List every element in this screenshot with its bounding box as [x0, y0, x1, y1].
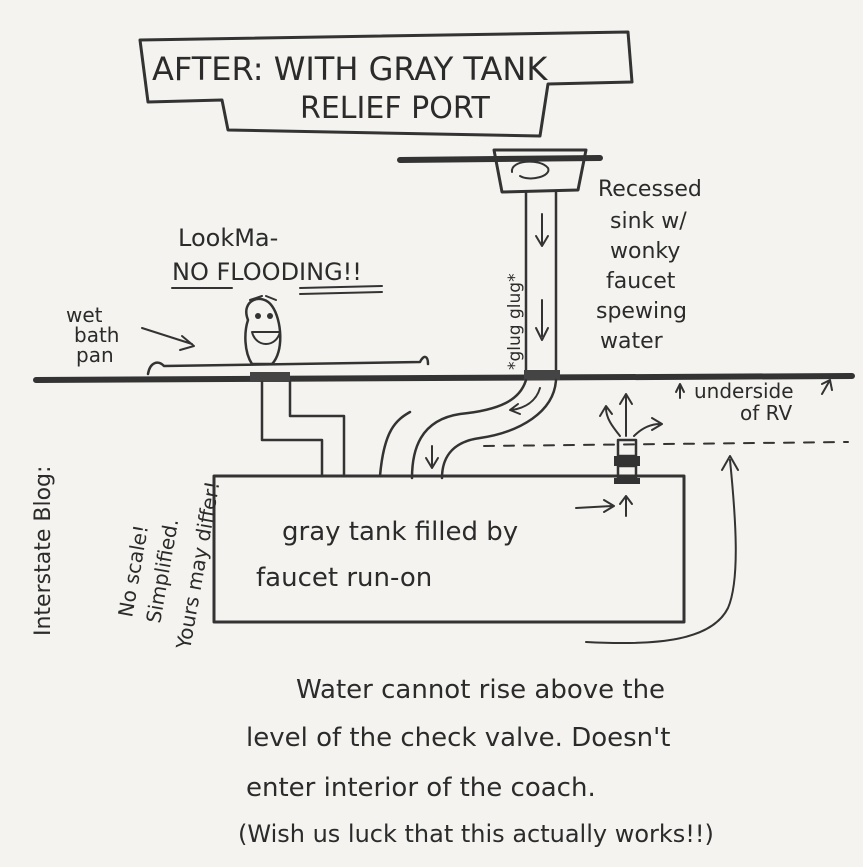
- water-level-line: [483, 441, 849, 447]
- sink-label-3: wonky: [610, 239, 680, 264]
- wetbath-label-1: wet: [66, 303, 103, 327]
- sink-label-1: Recessed: [598, 177, 702, 202]
- wetbath-label-2: bath: [74, 323, 119, 347]
- lookma-line-2: NO FLOODING!!: [172, 258, 362, 286]
- underside-label-1: underside: [694, 379, 794, 403]
- gray-tank: [212, 474, 686, 624]
- sink-to-tank-pipe: [410, 378, 558, 480]
- tank-label-1: gray tank filled by: [282, 517, 518, 547]
- rv-floor-line: [33, 373, 855, 383]
- glug-label: *glug glug*: [505, 273, 525, 370]
- check-valve: [599, 393, 663, 517]
- sink-drain: [524, 370, 560, 380]
- title-banner: AFTER: WITH GRAY TANK RELIEF PORT: [138, 30, 634, 138]
- blog-label: Interstate Blog:: [31, 466, 56, 636]
- smiley-face-icon: [244, 295, 282, 366]
- sink-label-4: faucet: [606, 269, 676, 294]
- sink-label-2: sink w/: [610, 209, 687, 234]
- title-line-2: RELIEF PORT: [300, 91, 490, 126]
- caption-line-2: level of the check valve. Doesn't: [246, 723, 670, 753]
- lookma-line-1: LookMa-: [178, 224, 278, 252]
- sink-label-5: spewing: [596, 299, 687, 324]
- sink: [397, 148, 603, 374]
- sink-label-6: water: [600, 329, 664, 354]
- title-line-1: AFTER: WITH GRAY TANK: [152, 50, 548, 88]
- bath-drain: [250, 372, 290, 382]
- bottom-caption: Water cannot rise above the level of the…: [238, 675, 714, 848]
- caption-line-3: enter interior of the coach.: [246, 773, 596, 803]
- caption-line-1: Water cannot rise above the: [296, 675, 665, 705]
- caption-line-4: (Wish us luck that this actually works!!…: [238, 820, 714, 848]
- bath-drain-pipes: [260, 380, 412, 478]
- wetbath-label-3: pan: [76, 343, 114, 367]
- scale-label-3: Yours may differ!: [171, 479, 224, 652]
- tank-label-2: faucet run-on: [256, 563, 432, 593]
- underside-label-2: of RV: [740, 401, 792, 425]
